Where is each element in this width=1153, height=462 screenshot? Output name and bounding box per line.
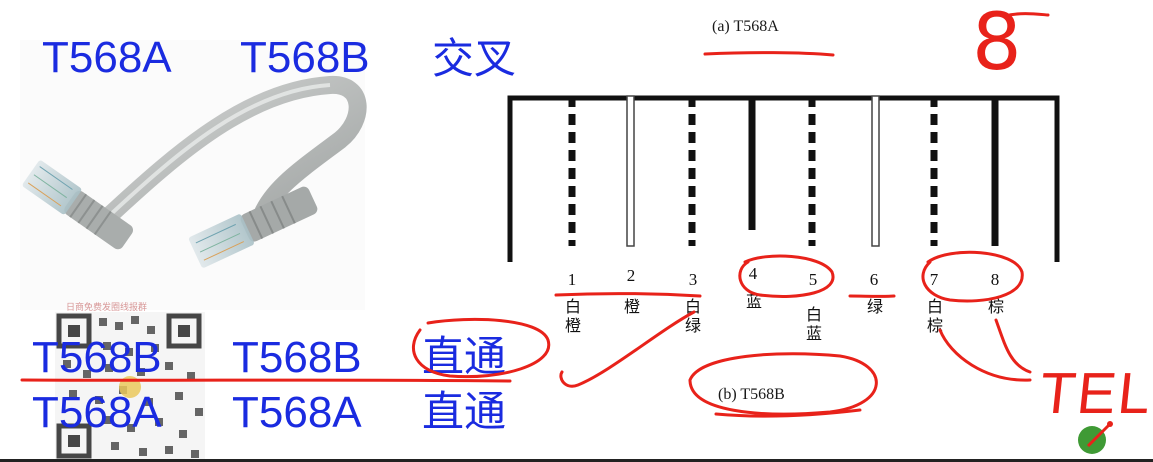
label-t568b: T568B bbox=[240, 33, 370, 82]
row2-left-label: T568A bbox=[32, 388, 162, 437]
pin-2-number: 2 bbox=[626, 266, 636, 285]
curve-pin-3 bbox=[559, 310, 696, 388]
pin-6-color: 绿 bbox=[866, 297, 883, 316]
pin-5-number: 5 bbox=[808, 270, 818, 289]
caption-t568b: (b) T568B bbox=[718, 386, 785, 403]
stroke-eight bbox=[1003, 12, 1050, 18]
watermark-text: 日商免费发圈线报群 bbox=[66, 302, 148, 312]
circle-pins-4-5 bbox=[738, 254, 835, 298]
strike-line-rows bbox=[20, 378, 512, 383]
pin-3-color: 白绿 bbox=[684, 297, 701, 335]
row1-right-label: T568B bbox=[232, 333, 362, 382]
pin-2-color: 橙 bbox=[623, 297, 640, 316]
pin-2-wire bbox=[626, 95, 635, 247]
row1-mode-label: 直通 bbox=[422, 332, 507, 381]
pin-5-color: 白蓝 bbox=[805, 305, 822, 343]
pin-6-number: 6 bbox=[869, 270, 879, 289]
row1-left-label: T568B bbox=[32, 333, 162, 382]
pin-3-number: 3 bbox=[688, 270, 698, 289]
row2-mode-label: 直通 bbox=[422, 387, 507, 436]
underline-caption-a bbox=[703, 51, 835, 57]
label-t568a: T568A bbox=[42, 33, 172, 82]
pin-8-color: 棕 bbox=[987, 297, 1004, 316]
bottom-edge bbox=[0, 459, 1153, 462]
handwritten-eight: 8 bbox=[972, 0, 1022, 88]
oval-caption-b bbox=[688, 352, 878, 416]
pin-4-color: 蓝 bbox=[745, 292, 762, 311]
label-crossover: 交叉 bbox=[432, 34, 517, 83]
circle-pins-7-8 bbox=[921, 250, 1024, 303]
caption-t568a: (a) T568A bbox=[712, 18, 779, 35]
oval-row1-mode bbox=[411, 317, 551, 379]
curve-pin-8 bbox=[994, 318, 1032, 374]
row2-right-label: T568A bbox=[232, 388, 362, 437]
connector-frame bbox=[507, 95, 1060, 262]
pin-7-number: 7 bbox=[929, 270, 939, 289]
pin-4-number: 4 bbox=[748, 264, 758, 283]
underline-pins-1-3 bbox=[554, 292, 702, 298]
pin-6-wire bbox=[871, 95, 880, 247]
pin-1-number: 1 bbox=[567, 270, 577, 289]
curve-pin-7 bbox=[938, 328, 1032, 382]
underline-caption-b bbox=[714, 408, 862, 418]
pin-1-color: 白橙 bbox=[564, 297, 581, 335]
pin-8-number: 8 bbox=[990, 270, 1000, 289]
